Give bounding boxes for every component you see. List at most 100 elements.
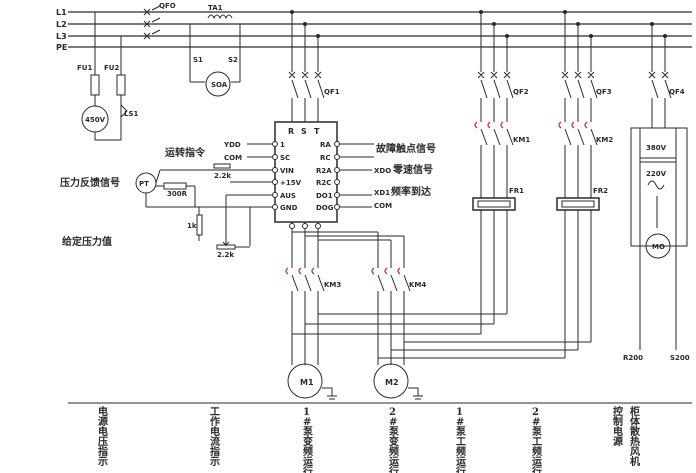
annotation-speed-signal: 零速信号 xyxy=(392,163,433,176)
t220-label: 220V xyxy=(646,170,667,178)
term-gnd: GND xyxy=(280,204,298,212)
bottom-label-char: 行 xyxy=(455,465,466,473)
bottom-label-char: 电 xyxy=(98,425,108,438)
term-1: 1 xyxy=(280,141,285,149)
qfo-breaker xyxy=(143,5,161,40)
annotation-run-cmd: 运转指令 xyxy=(165,146,206,159)
fuse-fu2 xyxy=(116,74,126,96)
km3-contacts xyxy=(285,267,325,365)
control-power-box xyxy=(630,127,688,247)
bottom-label-char: 控 xyxy=(613,405,623,418)
outer-com-right: COM xyxy=(374,202,392,210)
term-sc: SC xyxy=(280,154,290,162)
bottom-label-cabinet-fan: 柜体散热风机 xyxy=(629,405,641,468)
bottom-label-char: 变 xyxy=(389,435,399,448)
ta1-coil xyxy=(207,14,233,20)
r1k-label: 1k xyxy=(187,222,197,230)
bottom-label-char: 散 xyxy=(630,425,641,438)
s200-label: S200 xyxy=(670,354,690,362)
bottom-label-voltage: 电源电压指示 xyxy=(98,405,108,468)
km4-label: KM4 xyxy=(409,281,426,289)
s2-label: S2 xyxy=(228,56,238,64)
ls1-label: LS1 xyxy=(124,110,139,118)
bottom-label-char: 示 xyxy=(210,456,220,468)
bottom-label-char: 电 xyxy=(210,425,220,438)
bottom-label-char: 体 xyxy=(630,415,641,428)
bottom-label-char: 1 xyxy=(456,407,463,418)
bottom-label-char: 流 xyxy=(210,435,220,448)
term-dog: DOG xyxy=(316,204,334,212)
bottom-label-char: 工 xyxy=(210,407,220,418)
bottom-label-char: 频 xyxy=(456,445,466,458)
inverter-output-wiring xyxy=(289,222,405,268)
bottom-label-pump1-vfd: 1#泵变频运行 xyxy=(302,407,314,473)
resistor-2k2-top xyxy=(213,163,231,169)
bottom-label-char: 1 xyxy=(303,407,310,418)
bus-lines xyxy=(68,11,692,48)
fuse-fu1 xyxy=(90,74,100,96)
bottom-label-char: 工 xyxy=(532,437,542,448)
r2k-top-label: 2.2k xyxy=(214,172,231,180)
term-aus: AUS xyxy=(280,192,296,200)
term-15v: +15V xyxy=(280,179,302,187)
bottom-label-char: # xyxy=(389,417,397,428)
bottom-label-char: 工 xyxy=(456,437,466,448)
t380-label: 380V xyxy=(646,144,667,152)
m2-label: M2 xyxy=(385,378,399,387)
mo-label: MO xyxy=(652,243,665,251)
bottom-label-char: 指 xyxy=(210,445,220,458)
motor-m1 xyxy=(287,363,337,400)
inverter-r: R xyxy=(288,127,294,136)
resistor-300r xyxy=(163,182,187,190)
bottom-label-char: 行 xyxy=(302,465,313,473)
km2-label: KM2 xyxy=(596,136,613,144)
qf2-group xyxy=(292,10,516,335)
annotation-fault-contact: 故障触点信号 xyxy=(376,142,436,155)
inverter-right-terminals xyxy=(334,141,340,210)
term-do1: DO1 xyxy=(316,192,333,200)
inverter-t: T xyxy=(314,127,320,136)
r200-label: R200 xyxy=(623,354,643,362)
outer-com-left: COM xyxy=(224,154,242,162)
annotation-freq-reached: 频率到达 xyxy=(391,185,431,198)
bottom-label-char: 运 xyxy=(456,456,466,468)
bottom-label-pump2-vfd: 2#泵变频运行 xyxy=(388,407,400,473)
term-r2c: R2C xyxy=(316,179,331,187)
s1-label: S1 xyxy=(193,56,203,64)
resistor-1k xyxy=(196,214,203,236)
bottom-label-char: # xyxy=(532,417,540,428)
qf1-group xyxy=(288,10,325,122)
bus-label-l1: L1 xyxy=(56,8,67,17)
bottom-label-char: 频 xyxy=(303,445,313,458)
bottom-label-char: 泵 xyxy=(389,426,400,438)
inverter-left-terminals xyxy=(272,141,278,210)
outer-ydd: YDD xyxy=(223,141,241,149)
qf3-label: QF3 xyxy=(596,88,612,96)
bottom-label-char: 源 xyxy=(613,435,623,448)
bus-label-l3: L3 xyxy=(56,32,67,41)
bottom-label-char: 柜 xyxy=(629,405,640,418)
annotation-set-pressure: 给定压力值 xyxy=(62,235,112,248)
inverter-s: S xyxy=(301,127,307,136)
bottom-label-control-power: 控制电源 xyxy=(613,405,623,448)
ammeter-soa xyxy=(205,71,231,97)
motor-m2 xyxy=(373,363,423,400)
km1-label: KM1 xyxy=(513,136,530,144)
bottom-label-char: 变 xyxy=(303,435,313,448)
bottom-label-char: 运 xyxy=(389,456,399,468)
outer-xdo: XDO xyxy=(374,167,391,175)
bottom-label-char: 运 xyxy=(532,456,542,468)
inverter-box xyxy=(274,121,338,223)
term-r2a: R2A xyxy=(316,167,332,175)
bottom-label-char: 示 xyxy=(98,456,108,468)
term-ra: RA xyxy=(320,141,331,149)
km4-contacts xyxy=(371,267,411,365)
bottom-label-char: 作 xyxy=(210,415,220,428)
bottom-label-char: 电 xyxy=(98,405,108,418)
fu1-label: FU1 xyxy=(77,64,92,72)
r2k-bot-label: 2.2k xyxy=(217,251,234,259)
bottom-label-char: 制 xyxy=(613,415,623,428)
bus-label-pe: PE xyxy=(56,43,67,52)
